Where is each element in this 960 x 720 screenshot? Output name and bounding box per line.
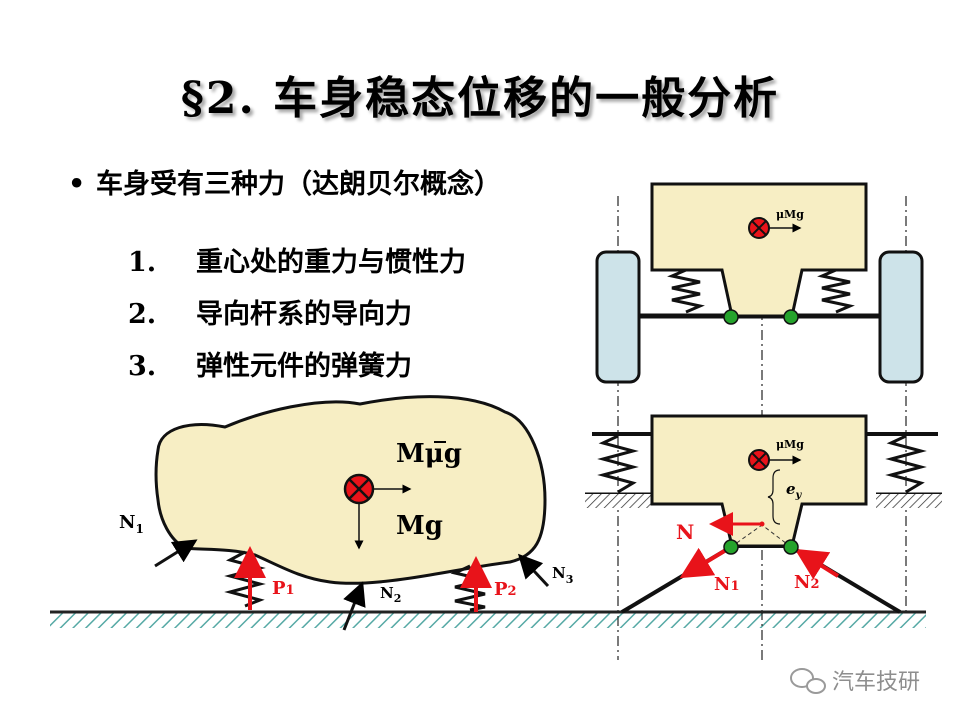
n1-arrow (154, 539, 198, 568)
list-number: 1. (128, 247, 157, 278)
left-diagram: Mμg Mg N1 P1 N2 P2 N3 (50, 395, 926, 631)
wechat-icon (790, 668, 826, 694)
svg-text:N1: N1 (119, 512, 144, 536)
n2-label: N (380, 584, 394, 602)
wheel-right (878, 250, 924, 384)
pivot-right (783, 539, 799, 555)
list-text: 导向杆系的导向力 (196, 299, 412, 330)
n-label: N (676, 520, 694, 544)
n1-sub: 1 (135, 522, 143, 536)
wheel-left (595, 250, 641, 384)
list-item: 3. 弹性元件的弹簧力 (128, 344, 412, 383)
gravity-label: Mg (396, 511, 443, 541)
right-bottom-diagram: ey μMg N N1 N2 (585, 414, 942, 614)
ey-sub: y (795, 490, 803, 501)
pivot-left (723, 309, 739, 325)
list-text: 弹性元件的弹簧力 (196, 351, 412, 382)
n1-label-red: N (714, 574, 730, 595)
list-item: 1. 重心处的重力与惯性力 (128, 240, 466, 279)
spring-bottom-right (885, 434, 927, 494)
force-label-bottom: μMg (776, 438, 804, 451)
n2-sub-red: 2 (810, 577, 819, 592)
spring-p1 (224, 550, 266, 608)
p2-label: P (494, 579, 508, 600)
svg-text:N2: N2 (794, 572, 820, 593)
svg-text:P1: P1 (272, 578, 295, 599)
svg-text:P2: P2 (494, 579, 517, 600)
n1-arrow-red (679, 545, 733, 579)
n3-label: N (552, 564, 566, 582)
watermark-text: 汽车技研 (832, 670, 921, 695)
ey-label: e (786, 480, 796, 498)
ground-hatch (50, 612, 926, 628)
right-top-diagram: μMg (595, 182, 924, 660)
n3-arrow (517, 553, 550, 588)
n2-arrow (342, 581, 366, 631)
n3-sub: 3 (566, 573, 574, 586)
force-label-top: μMg (776, 208, 804, 221)
list-item: 2. 导向杆系的导向力 (128, 292, 412, 331)
svg-text:N2: N2 (380, 584, 401, 605)
n2-label-red: N (794, 572, 810, 593)
spring-bottom-left (597, 434, 639, 494)
n1-sub-red: 1 (730, 579, 739, 594)
n1-label: N (119, 512, 135, 533)
spring-p2 (450, 564, 486, 612)
list-text: 重心处的重力与惯性力 (196, 247, 466, 278)
svg-text:N1: N1 (714, 574, 740, 595)
bullet-text: 车身受有三种力（达朗贝尔概念） (96, 169, 501, 200)
spring-top-right (817, 268, 855, 314)
p2-sub: 2 (508, 584, 517, 599)
list-number: 2. (128, 299, 157, 330)
svg-text:N3: N3 (552, 564, 573, 586)
bullet-heading: •车身受有三种力（达朗贝尔概念） (68, 162, 501, 201)
list-number: 3. (128, 351, 157, 382)
page-title: §2. 车身稳态位移的一般分析 (180, 73, 780, 124)
p1-label: P (272, 578, 286, 599)
inertia-label: Mμg (396, 439, 462, 469)
p1-sub: 1 (286, 583, 295, 598)
svg-text:ey: ey (786, 480, 803, 501)
spring-top-left (667, 268, 705, 314)
pivot-right (783, 309, 799, 325)
n2-sub: 2 (394, 592, 402, 605)
pivot-left (723, 539, 739, 555)
n2-arrow-red (794, 548, 840, 580)
